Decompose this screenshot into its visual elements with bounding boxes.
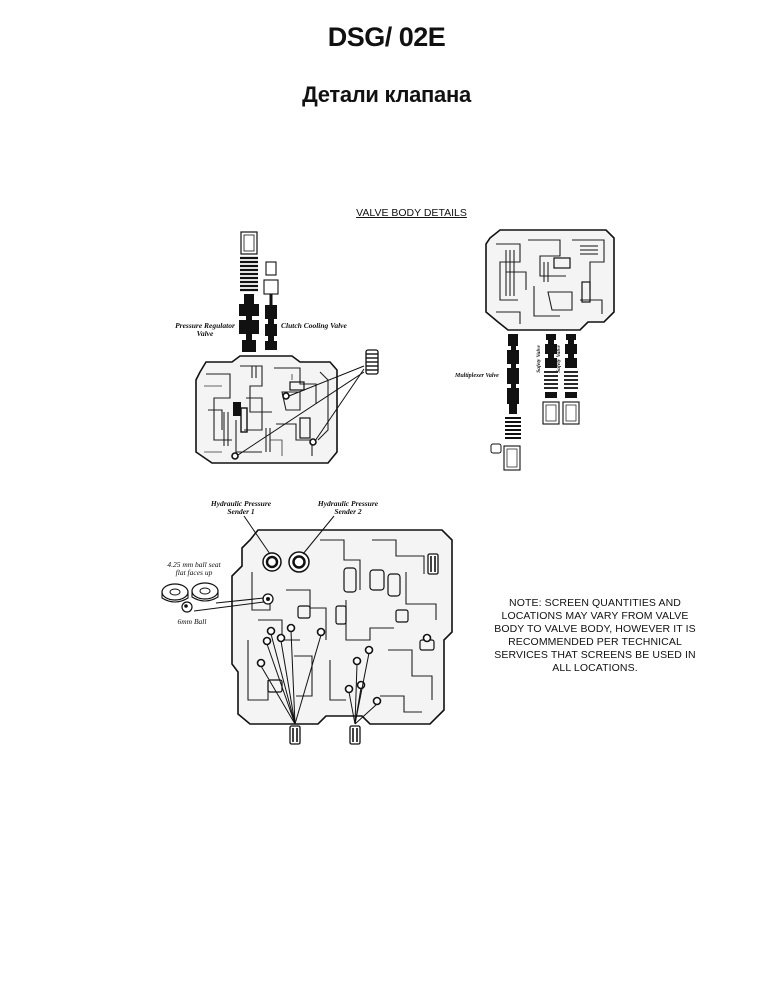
multiplexer-valve-drawing bbox=[490, 334, 521, 471]
screen-filter-icon bbox=[289, 725, 301, 745]
pressure-regulator-valve-label: Pressure Regulator Valve bbox=[175, 321, 235, 338]
screen-note: NOTE: SCREEN QUANTITIES AND LOCATIONS MA… bbox=[494, 597, 696, 674]
lower-valve-body-plate bbox=[231, 529, 453, 725]
section-title: VALVE BODY DETAILS bbox=[356, 207, 467, 219]
page-subtitle: Детали клапана bbox=[302, 82, 471, 107]
screen-filter-icon bbox=[427, 553, 439, 575]
ball-6mm-drawing bbox=[181, 601, 193, 613]
upper-right-valve-body-plate bbox=[485, 229, 615, 331]
screen-filter-icon bbox=[365, 349, 379, 375]
ball-seat-drawing bbox=[161, 582, 219, 603]
pressure-regulator-valve-drawing bbox=[239, 231, 259, 352]
upper-valve-body-plate bbox=[195, 355, 338, 464]
safety-valve-1-drawing bbox=[542, 334, 560, 425]
ball-6mm-label: 6mm Ball bbox=[177, 617, 207, 626]
ball-seat-label: 4.25 mm ball seat flat faces up bbox=[167, 560, 221, 577]
screen-filter-icon bbox=[349, 725, 361, 745]
clutch-cooling-valve-label: Clutch Cooling Valve bbox=[281, 321, 347, 330]
hydraulic-pressure-sender-1-label: Hydraulic Pressure Sender 1 bbox=[210, 499, 272, 516]
hydraulic-pressure-sender-2-label: Hydraulic Pressure Sender 2 bbox=[317, 499, 379, 516]
page-title: DSG/ 02E bbox=[327, 22, 446, 52]
multiplexer-valve-label: Multiplexer Valve bbox=[455, 373, 499, 379]
safety-valve-2-label: Safety Valve bbox=[556, 345, 562, 373]
clutch-cooling-valve-drawing bbox=[263, 261, 279, 350]
safety-valve-2-drawing bbox=[562, 334, 580, 425]
safety-valve-1-label: Safety Valve bbox=[536, 345, 542, 373]
